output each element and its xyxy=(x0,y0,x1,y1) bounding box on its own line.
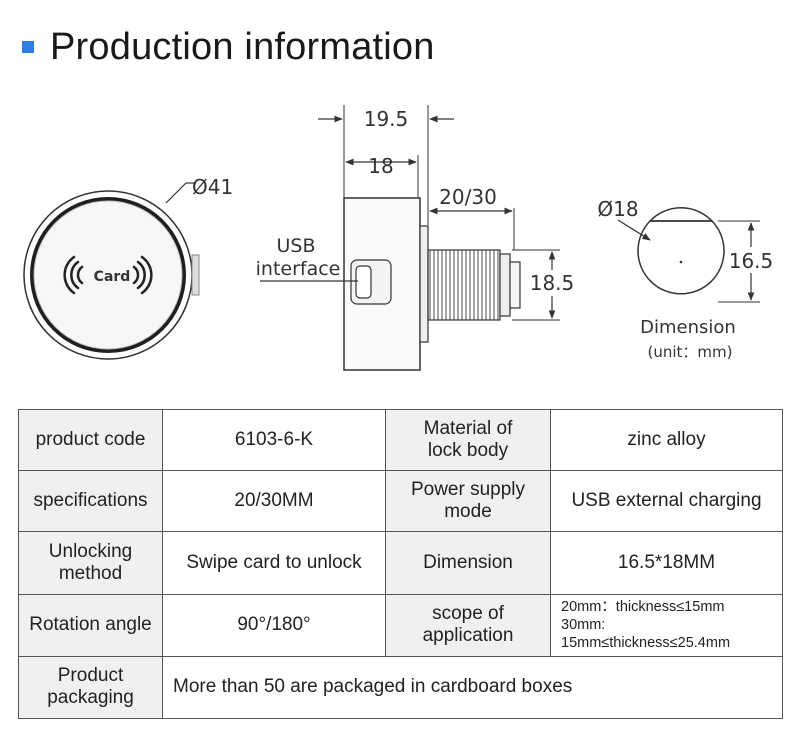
value-power-supply: USB external charging xyxy=(550,470,783,533)
technical-drawing: Card Ø41 19.5 18 20/30 xyxy=(0,90,800,390)
label-product-code: product code xyxy=(18,408,163,472)
card-label: Card xyxy=(94,269,131,285)
lock-end-view: 16.5 Ø18 Dimension (unit：mm) xyxy=(597,197,775,361)
width-total-label: 19.5 xyxy=(364,107,409,131)
usb-label-line2: interface xyxy=(256,258,341,280)
width-body-label: 18 xyxy=(368,154,393,178)
value-packaging: More than 50 are packaged in cardboard b… xyxy=(162,655,783,720)
card-diameter-label: Ø41 xyxy=(192,175,233,199)
page-title: Production information xyxy=(50,25,435,68)
end-flat-label: 16.5 xyxy=(729,249,774,273)
value-product-code: 6103-6-K xyxy=(162,408,386,472)
title-bullet-icon xyxy=(22,41,34,53)
dimension-title: Dimension xyxy=(640,317,736,338)
value-rotation-angle: 90°/180° xyxy=(162,593,386,657)
dimension-drawing: Card Ø41 19.5 18 20/30 xyxy=(23,105,775,371)
page-header: Production information xyxy=(22,22,435,72)
value-specifications: 20/30MM xyxy=(162,470,386,533)
value-dimension: 16.5*18MM xyxy=(550,531,783,595)
usb-label-line1: USB xyxy=(276,235,315,257)
lock-side-view: 19.5 18 20/30 USB interface xyxy=(256,105,576,371)
label-dimension: Dimension xyxy=(385,531,551,595)
thread-height-label: 18.5 xyxy=(530,271,575,295)
end-diameter-label: Ø18 xyxy=(597,197,638,221)
dimension-unit: (unit：mm) xyxy=(648,343,733,361)
rfid-wave-icon xyxy=(63,255,153,295)
card-reader-front: Card Ø41 xyxy=(23,175,233,360)
value-unlocking-method: Swipe card to unlock xyxy=(162,531,386,595)
label-specifications: specifications xyxy=(18,470,163,533)
value-material: zinc alloy xyxy=(550,408,783,472)
thread-length-label: 20/30 xyxy=(439,185,497,209)
label-rotation-angle: Rotation angle xyxy=(18,593,163,657)
